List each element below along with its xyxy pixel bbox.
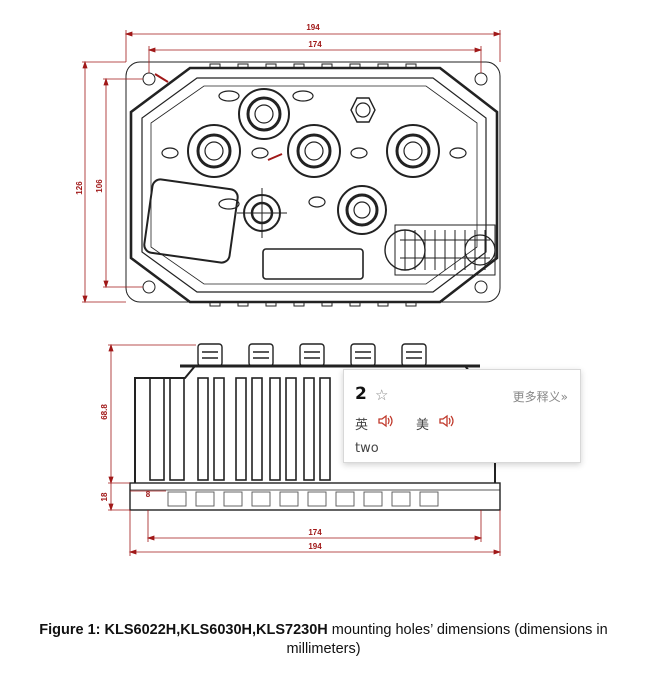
terminal-b-minus [337,185,387,235]
speaker-icon[interactable] [377,414,393,428]
label-plate [262,248,364,280]
mounting-hole [142,280,156,294]
top-dimensions [124,30,502,73]
caption-line-1: Figure 1: KLS6022H,KLS6030H,KLS7230H mou… [0,621,647,640]
popup-word: 2 [355,384,367,404]
dim-base-height: 18 [100,492,109,501]
dim-hole-spacing-height: 106 [95,179,104,193]
mounting-hole [474,72,488,86]
hex-bolt [350,97,376,123]
side-fins [149,377,331,481]
terminal-w [386,124,440,178]
terminal-small [237,188,287,238]
left-dimensions [82,60,143,304]
mounting-hole [142,72,156,86]
caption-text-line2: millimeters) [286,641,361,657]
dictionary-popup: 2 ☆ 更多释义» 英 美 two [343,369,581,463]
side-terminals [197,343,427,367]
mounting-hole [474,280,488,294]
housing-fins [209,63,417,307]
terminal-v [287,124,341,178]
signal-connector [384,224,496,276]
popup-definition: two [355,441,379,456]
side-base-plate [129,482,501,511]
dim-bottom-hole-spacing: 174 [308,528,322,537]
dim-overall-width: 194 [306,23,320,32]
us-pronunciation-label: 美 [416,418,430,433]
caption-text-line1: mounting holes’ dimensions (dimensions i… [327,622,608,638]
terminal-b-plus [238,88,290,140]
cover-plate [143,178,239,264]
speaker-icon[interactable] [438,414,454,428]
terminal-u [187,124,241,178]
dim-hole-spacing-width: 174 [308,40,322,49]
dim-bottom-overall-width: 194 [308,542,322,551]
uk-pronunciation-label: 英 [355,418,369,433]
figure-caption: Figure 1: KLS6022H,KLS6030H,KLS7230H mou… [0,621,647,659]
caption-prefix: Figure 1: [39,622,105,638]
dim-offset: 8 [146,490,151,499]
dimension-drawing: 194 174 126 106 [75,23,502,556]
bottom-dimensions [128,510,502,556]
caption-models: KLS6022H,KLS6030H,KLS7230H [104,622,328,638]
side-view [129,343,501,511]
top-view [125,61,501,307]
housing-outline [129,66,499,304]
dim-side-height: 68.8 [100,404,109,420]
more-definitions-link[interactable]: 更多释义» [512,390,568,404]
star-outline-icon[interactable]: ☆ [375,386,389,404]
side-dimensions [108,343,196,512]
dim-overall-height: 126 [75,181,84,195]
